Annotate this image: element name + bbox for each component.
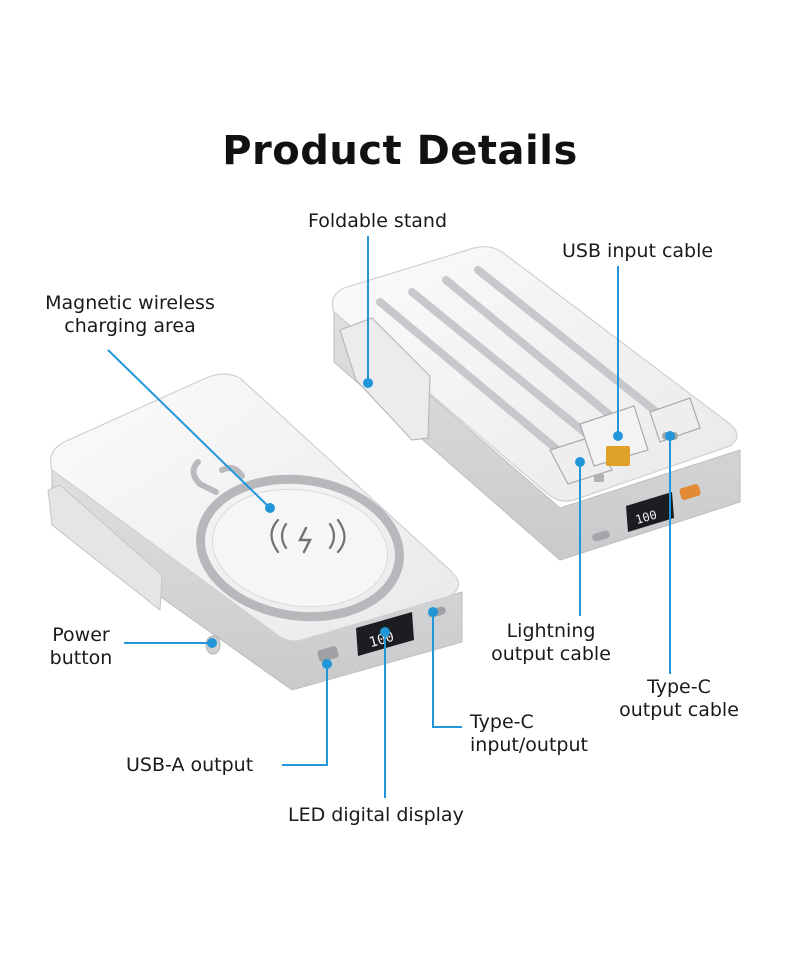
callout-typec-io <box>432 612 462 728</box>
label-lightning-line1: Lightning <box>506 620 596 642</box>
label-typec-io: Type-C input/output <box>470 711 588 757</box>
label-usb-input-cable: USB input cable <box>562 240 714 262</box>
label-magnetic-charging: Magnetic wireless charging area <box>30 292 230 338</box>
label-foldable-stand: Foldable stand <box>308 210 448 232</box>
callout-usba <box>282 664 328 766</box>
label-power-button: Power button <box>36 624 126 670</box>
power-bank-front-icon: 100 <box>47 373 463 691</box>
label-typec-cable-line1: Type-C <box>647 676 711 698</box>
callout-dot-power <box>207 638 217 648</box>
label-power-line1: Power <box>52 624 110 646</box>
label-typec-io-line1: Type-C <box>470 711 534 733</box>
svg-text:100: 100 <box>634 508 659 527</box>
label-typec-io-line2: input/output <box>470 734 588 756</box>
callout-dot-led <box>380 627 390 637</box>
label-led-display: LED digital display <box>288 804 464 826</box>
label-typec-cable: Type-C output cable <box>604 676 754 722</box>
label-magnetic-line2: charging area <box>64 315 196 337</box>
page-title: Product Details <box>222 128 578 174</box>
callout-dot-foldable-stand <box>363 378 373 388</box>
callout-dot-typec-io <box>428 607 438 617</box>
callout-lines <box>107 236 675 798</box>
label-lightning-line2: output cable <box>491 643 611 665</box>
power-bank-back-icon: 100 <box>331 246 741 561</box>
label-typec-cable-line2: output cable <box>619 699 739 721</box>
label-power-line2: button <box>49 647 113 669</box>
label-magnetic-line1: Magnetic wireless <box>45 292 215 314</box>
callout-dot-usba <box>322 659 332 669</box>
callout-magnetic <box>107 349 271 509</box>
callout-dot-usb-input <box>613 431 623 441</box>
callout-dot-lightning <box>575 457 585 467</box>
callout-dot-magnetic <box>265 503 275 513</box>
wireless-charging-icon <box>270 518 346 554</box>
label-lightning-cable: Lightning output cable <box>476 620 626 666</box>
label-usba-output: USB-A output <box>126 754 254 776</box>
callout-dot-typec-cable <box>665 431 675 441</box>
